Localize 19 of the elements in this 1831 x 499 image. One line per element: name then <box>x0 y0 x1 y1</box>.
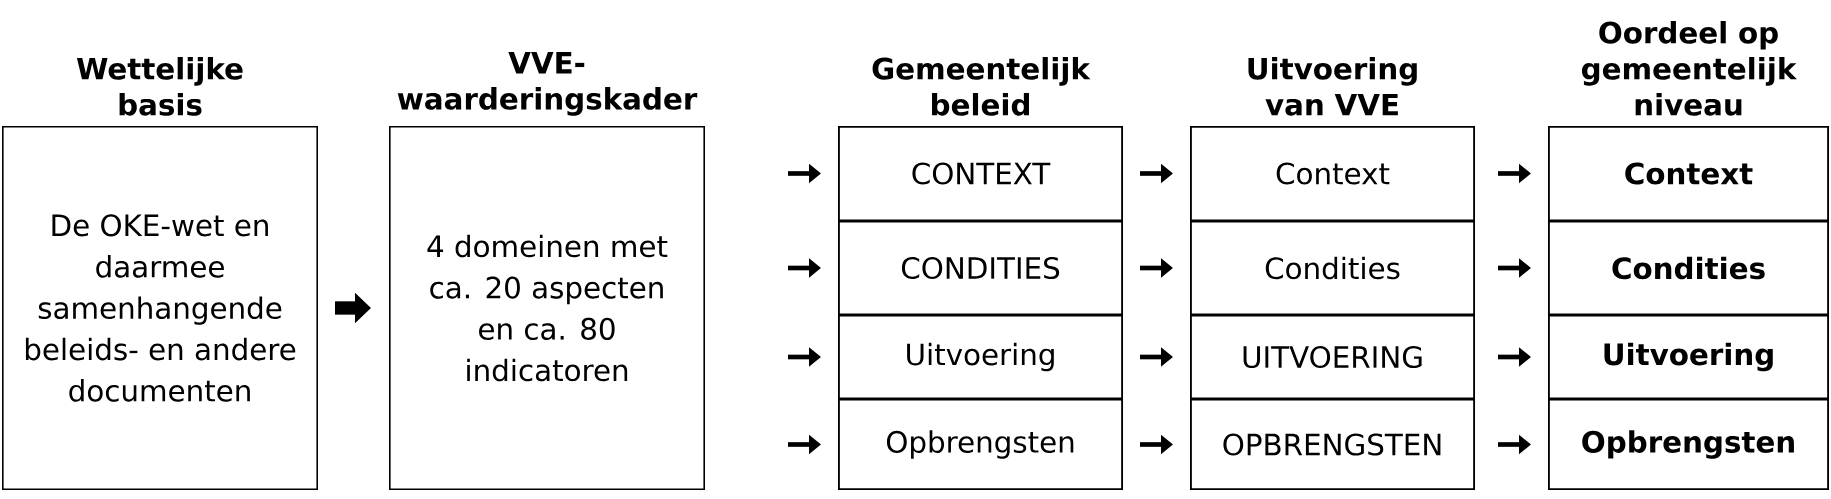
column-heading: Gemeentelijk beleid <box>872 57 1091 116</box>
column-heading: VVE-waarderingskader <box>397 52 698 116</box>
table-cell: Uitvoering <box>838 315 1123 399</box>
text-box: De OKE-wet en daarmee samenhangende beleids- en andere documenten <box>2 126 319 490</box>
column-heading: Wettelijke basis <box>76 57 243 116</box>
text-box: 4 domeinen met ca. 20 aspecten en ca. 80 indicatoren <box>389 126 705 490</box>
table-cell: Condities <box>1548 221 1829 315</box>
table-cell: Opbrengsten <box>1548 399 1829 490</box>
table-cell: Uitvoering <box>1548 315 1829 399</box>
table-cell: UITVOERING <box>1190 315 1475 399</box>
table-cell: CONTEXT <box>838 126 1123 221</box>
column-heading: Uitvoering van VVE <box>1248 57 1417 116</box>
table-cell: OPBRENGSTEN <box>1190 399 1475 490</box>
table-cell: CONDITIES <box>838 221 1123 315</box>
table-cell: Opbrengsten <box>838 399 1123 490</box>
table-cell: Condities <box>1190 221 1475 315</box>
table-cell: Context <box>1190 126 1475 221</box>
column-heading: Oordeel op gemeentelijk niveau <box>1581 21 1797 116</box>
table-cell: Context <box>1548 126 1829 221</box>
